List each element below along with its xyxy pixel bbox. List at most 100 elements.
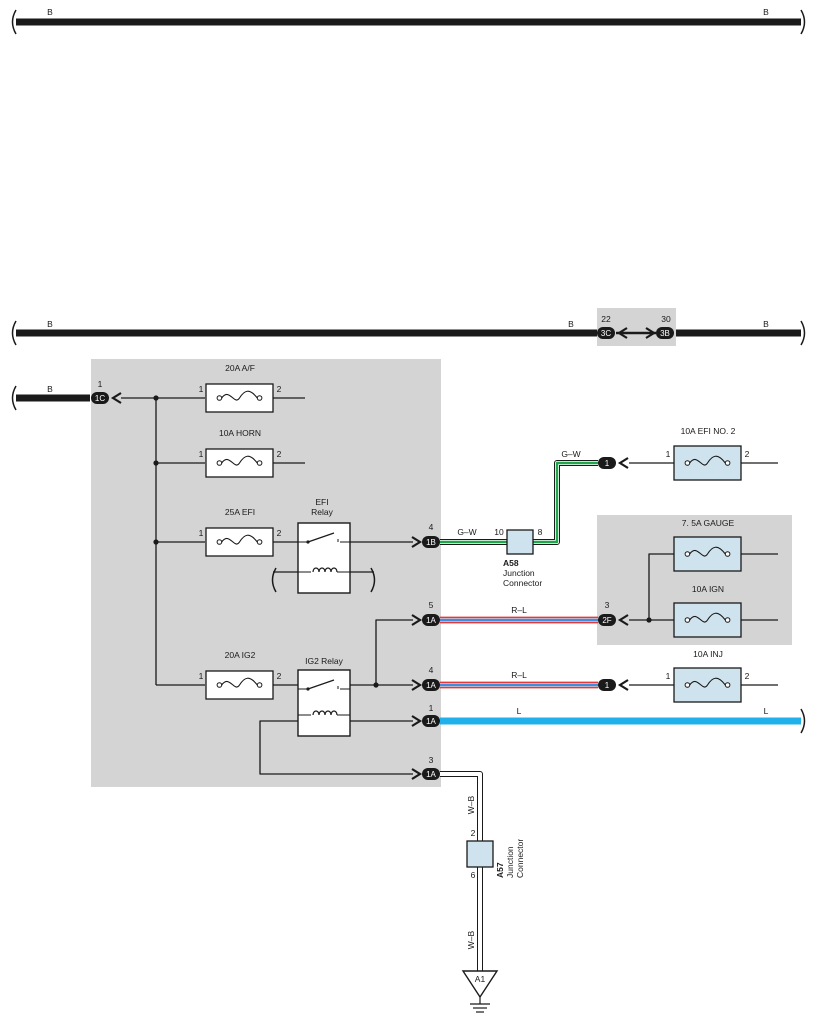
pin-1c-1: 1 [98, 379, 103, 389]
connector-1a-5-code: 1A [426, 616, 436, 625]
connector-1a-4 [422, 679, 440, 691]
connector-1-inj-arrow [617, 679, 629, 691]
fuse-10a-ign-term-a [684, 617, 691, 623]
wire-label-r-l-lower: R–L [511, 670, 527, 680]
wire-g-w-upper-outer [533, 460, 598, 545]
fuse-10a-horn-term-b [256, 460, 263, 466]
wire-label-w-b-lower: W–B [466, 930, 476, 949]
ground-label-a1: A1 [475, 974, 486, 984]
junction-a58-label-2: Connector [503, 578, 542, 588]
fuse-20a-af-term-a [216, 395, 223, 401]
ig2-relay-coil [312, 710, 338, 716]
fuse-25a-efi-term-b [256, 539, 263, 545]
fuse-label-10a-ign: 10A IGN [692, 584, 724, 594]
connector-3b-code: 3B [660, 329, 670, 338]
wire-label-b-feed: B [47, 384, 53, 394]
connector-1-inj-code: 1 [605, 681, 610, 690]
fuse-label-7-5a-gauge: 7. 5A GAUGE [682, 518, 735, 528]
connector-3b-arrow [645, 327, 657, 339]
pin-a57-2: 2 [471, 828, 476, 838]
pin-2f-3: 3 [605, 600, 610, 610]
connector-1a-4-code: 1A [426, 681, 436, 690]
fuse-20a-af-element [221, 390, 258, 401]
fuse-label-25a-efi: 25A EFI [225, 507, 255, 517]
connector-1a-3-code: 1A [426, 770, 436, 779]
fuse-10a-efi-no2-term-b [724, 460, 731, 466]
fuse-label-10a-inj: 10A INJ [693, 649, 723, 659]
pin-efi-2: 2 [277, 528, 282, 538]
connector-1b-arrow [411, 536, 423, 548]
connector-1a-5-arrow [411, 614, 423, 626]
pin-af-1: 1 [199, 384, 204, 394]
ground-triangle [461, 970, 499, 999]
fuse-25a-efi-element [221, 534, 258, 545]
fuse-10a-efi-no2-element [689, 455, 726, 466]
wire-gauge-in [648, 553, 674, 620]
wire-label-b-mid-right: B [763, 319, 769, 329]
bus-b-mid-left-bracket [11, 320, 17, 346]
connector-1a-1-arrow [411, 715, 423, 727]
connector-2f-code: 2F [602, 616, 611, 625]
efi-relay-coil [312, 567, 338, 573]
connector-1a-3 [422, 768, 440, 780]
wire-b-feed-bracket [11, 385, 17, 411]
fuse-10a-efi-no2-term-a [684, 460, 691, 466]
fuse-20a-ig2-element [221, 677, 258, 688]
pin-1b-4: 4 [429, 522, 434, 532]
connector-1a-4-arrow [411, 679, 423, 691]
junction-a58-label-1: Junction [503, 568, 535, 578]
fuse-10a-ign-element [689, 612, 726, 623]
pin-af-2: 2 [277, 384, 282, 394]
bus-b-top-left-bracket [11, 9, 17, 35]
connector-2f [598, 614, 616, 626]
pin-efi-1: 1 [199, 528, 204, 538]
junction-a57-code: A57 [495, 862, 505, 878]
ig2-relay-label: IG2 Relay [305, 656, 344, 666]
fuse-20a-af-term-b [256, 395, 263, 401]
pin-a58-8: 8 [538, 527, 543, 537]
wire-l-bracket [800, 708, 806, 734]
pin-a57-6: 6 [471, 870, 476, 880]
wire-label-g-w-upper: G–W [561, 449, 580, 459]
connector-1a-5 [422, 614, 440, 626]
fuse-10a-inj-term-b [724, 682, 731, 688]
connector-1c-arrow [110, 392, 122, 404]
efi-relay-switch-pivot [306, 540, 310, 544]
wire-label-w-b-upper: W–B [466, 795, 476, 814]
wire-label-r-l-upper: R–L [511, 605, 527, 615]
connector-1a-1-code: 1A [426, 717, 436, 726]
fuse-label-20a-ig2: 20A IG2 [225, 650, 256, 660]
connector-2f-arrow [617, 614, 629, 626]
wire-label-b-mid-center: B [568, 319, 574, 329]
junction-connector-a58 [506, 529, 534, 555]
wire-g-w-upper-core [533, 461, 598, 544]
efi-relay-switch-arm [307, 532, 335, 543]
efi-coil-left-bracket [271, 567, 277, 593]
connector-3c-arrow [616, 327, 628, 339]
fuse-20a-ig2-term-b [256, 682, 263, 688]
pin-3c-22: 22 [601, 314, 611, 324]
connector-1a-1 [422, 715, 440, 727]
fuse-7-5a-gauge-element [689, 546, 726, 557]
fuse-7-5a-gauge-term-a [684, 551, 691, 557]
fuse-label-10a-efi-no2: 10A EFI NO. 2 [681, 426, 736, 436]
pin-horn-1: 1 [199, 449, 204, 459]
node-bus-top [153, 395, 159, 401]
pin-3b-30: 30 [661, 314, 671, 324]
fuse-10a-inj-element [689, 677, 726, 688]
ig2-relay-body [297, 669, 351, 737]
pin-inj-1: 1 [666, 671, 671, 681]
wire-g-w-upper-gap [533, 461, 598, 544]
junction-connector-a57 [466, 840, 494, 868]
connector-1c-code: 1C [95, 394, 105, 403]
pin-1a-5: 5 [429, 600, 434, 610]
ig2-relay-switch-pivot [306, 687, 310, 691]
junction-block-panel [91, 359, 441, 787]
connector-1b [422, 536, 440, 548]
connector-3c [597, 327, 615, 339]
wire-ig2-to-1a-5 [375, 619, 413, 685]
pin-inj-2: 2 [745, 671, 750, 681]
connector-1-efi-no2 [598, 457, 616, 469]
pin-ig2-1: 1 [199, 671, 204, 681]
connector-1-efi-no2-arrow [617, 457, 629, 469]
